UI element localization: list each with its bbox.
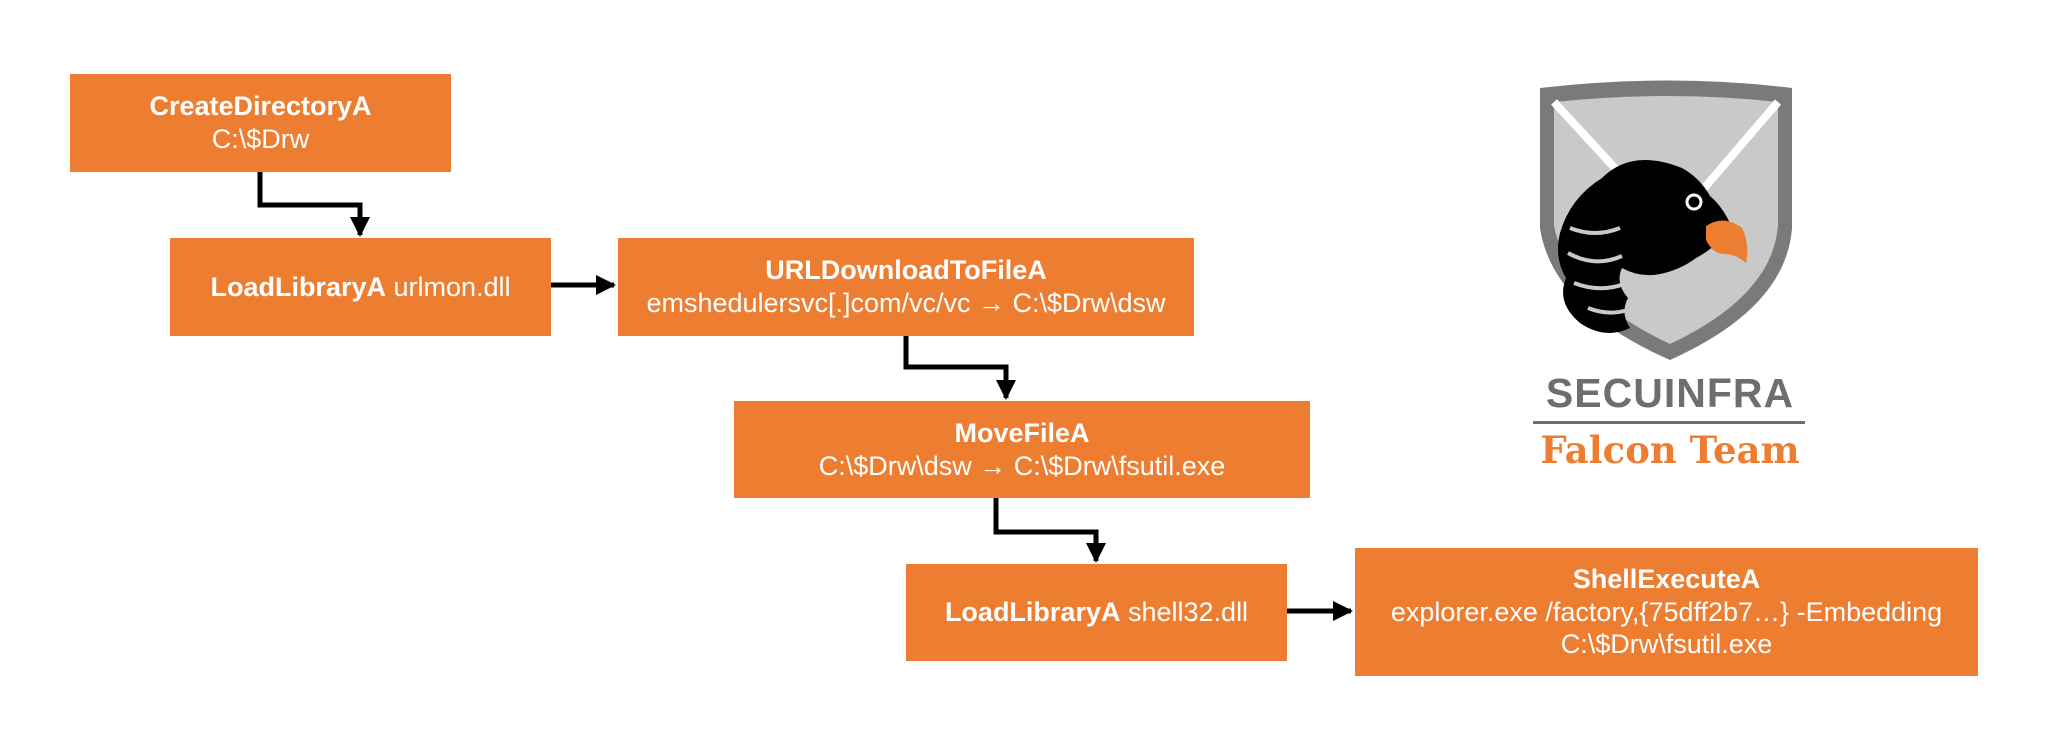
function-argument: C:\$Drw	[211, 124, 310, 154]
function-argument: urlmon.dll	[393, 271, 511, 302]
node-move-file: MoveFileA C:\$Drw\dsw → C:\$Drw\fsutil.e…	[734, 401, 1310, 498]
arrow-createdirectory-to-loadlibrary	[257, 171, 370, 237]
node-url-download: URLDownloadToFileA emshedulersvc[.]com/v…	[618, 238, 1194, 336]
function-name: CreateDirectoryA	[149, 91, 372, 122]
node-shell-execute: ShellExecuteA explorer.exe /factory,{75d…	[1355, 548, 1978, 676]
function-name: LoadLibraryA	[944, 597, 1121, 628]
arrow-movefile-to-loadlibrary	[993, 498, 1106, 563]
function-argument: emshedulersvc[.]com/vc/vc → C:\$Drw\dsw	[646, 288, 1166, 318]
node-create-directory: CreateDirectoryA C:\$Drw	[70, 74, 451, 172]
brand-name: SECUINFRA	[1545, 370, 1795, 416]
eagle-feather-lines	[1567, 226, 1629, 315]
function-name: LoadLibraryA	[210, 271, 386, 302]
function-argument: shell32.dll	[1127, 597, 1249, 628]
function-argument: explorer.exe /factory,{75dff2b7…} -Embed…	[1390, 596, 1943, 627]
eagle-eye-icon	[1685, 193, 1703, 211]
function-argument: C:\$Drw\dsw → C:\$Drw\fsutil.exe	[818, 450, 1226, 481]
function-name: URLDownloadToFileA	[765, 255, 1047, 286]
node-load-urlmon: LoadLibraryA urlmon.dll	[170, 238, 551, 336]
eagle-beak-icon	[1706, 220, 1748, 263]
function-name: MoveFileA	[954, 417, 1090, 448]
brand-team: Falcon Team	[1540, 428, 1800, 472]
function-argument-path: C:\$Drw\fsutil.exe	[1560, 629, 1773, 660]
arrow-urldownload-to-movefile	[903, 336, 1016, 400]
secuinfra-falcon-logo	[1540, 80, 1792, 360]
node-load-shell32: LoadLibraryA shell32.dll	[906, 564, 1287, 661]
brand-divider	[1533, 421, 1805, 424]
function-name: ShellExecuteA	[1572, 563, 1761, 594]
